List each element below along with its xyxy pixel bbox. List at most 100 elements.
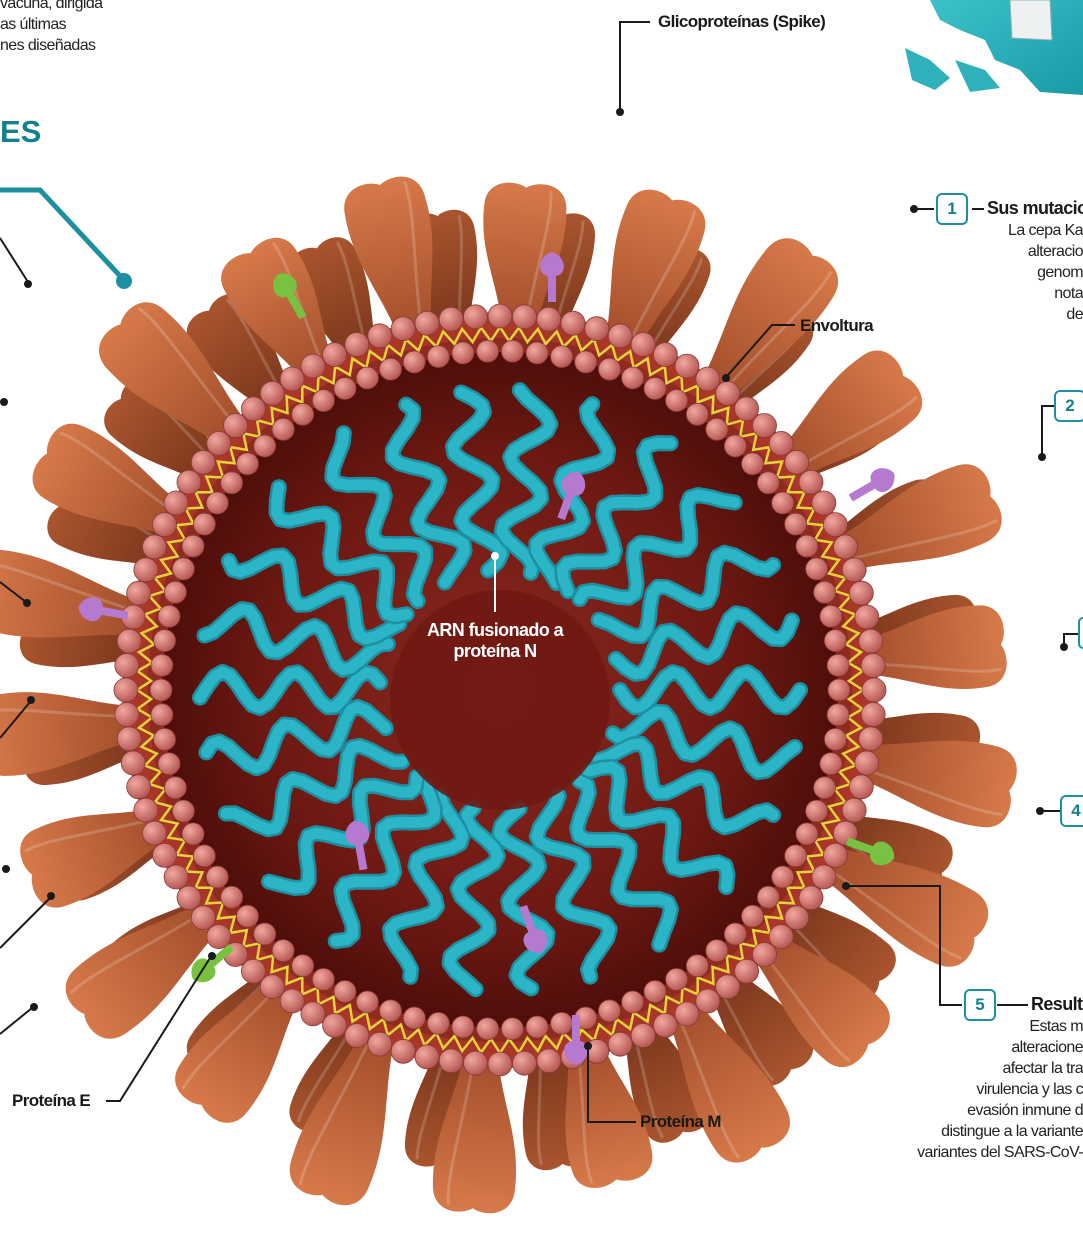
note-5-line: afectar la tra (1002, 1060, 1083, 1078)
membrane-bead (143, 535, 167, 559)
membrane-bead (368, 324, 392, 348)
membrane-bead (488, 1052, 512, 1076)
membrane-bead (696, 989, 720, 1013)
membrane-bead (127, 775, 151, 799)
membrane-bead (356, 367, 378, 389)
membrane-bead (191, 450, 215, 474)
membrane-bead (742, 453, 764, 475)
membrane-bead (301, 354, 325, 378)
membrane-bead (537, 307, 561, 331)
membrane-bead (675, 354, 699, 378)
membrane-bead (799, 886, 823, 910)
note-1-line: de (1066, 306, 1083, 324)
membrane-bead (861, 703, 885, 727)
membrane-bead (742, 905, 764, 927)
membrane-bead (464, 1051, 488, 1075)
membrane-bead (334, 981, 356, 1003)
membrane-bead (585, 317, 609, 341)
membrane-bead (806, 800, 828, 822)
membrane-bead (117, 629, 141, 653)
membrane-bead (735, 397, 759, 421)
membrane-bead (608, 324, 632, 348)
membrane-bead (345, 1024, 369, 1048)
membrane-bead (403, 1007, 425, 1029)
membrane-bead (182, 823, 204, 845)
membrane-bead (796, 823, 818, 845)
membrane-bead (477, 1018, 499, 1040)
membrane-bead (622, 991, 644, 1013)
membrane-bead (415, 311, 439, 335)
membrane-bead (312, 390, 334, 412)
membrane-bead (241, 397, 265, 421)
membrane-bead (666, 390, 688, 412)
membrane-bead (172, 558, 194, 580)
membrane-bead (686, 955, 708, 977)
intro-line-1: vacuna, dirigida (0, 0, 102, 13)
membrane-bead (599, 358, 621, 380)
membrane-bead (177, 886, 201, 910)
membrane-bead (158, 605, 180, 627)
membrane-bead (772, 866, 794, 888)
membrane-bead (828, 679, 850, 701)
membrane-bead (622, 367, 644, 389)
membrane-bead (785, 906, 809, 930)
membrane-bead (806, 558, 828, 580)
note-4-number: 4 (1060, 795, 1083, 827)
membrane-bead (427, 1012, 449, 1034)
membrane-bead (686, 403, 708, 425)
membrane-bead (272, 418, 294, 440)
membrane-bead (716, 381, 740, 405)
membrane-bead (551, 1012, 573, 1034)
membrane-bead (757, 886, 779, 908)
membrane-bead (323, 343, 347, 367)
membrane-bead (260, 381, 284, 405)
membrane-bead (464, 305, 488, 329)
membrane-bead (172, 800, 194, 822)
membrane-bead (391, 317, 415, 341)
membrane-bead (452, 342, 474, 364)
membrane-bead (158, 753, 180, 775)
intro-line-3: nes diseñadas (0, 36, 95, 55)
membrane-bead (501, 340, 523, 362)
membrane-bead (537, 1049, 561, 1073)
membrane-bead (439, 1049, 463, 1073)
membrane-bead (513, 1051, 537, 1075)
membrane-bead (653, 1013, 677, 1037)
membrane-bead (292, 955, 314, 977)
membrane-bead (772, 492, 794, 514)
membrane-bead (561, 311, 585, 335)
note-1-line: La cepa Ka (1008, 222, 1083, 240)
membrane-bead (177, 470, 201, 494)
membrane-bead (666, 968, 688, 990)
note-5-line: distingue a la variante (941, 1123, 1083, 1141)
membrane-bead (380, 1000, 402, 1022)
membrane-bead (114, 678, 138, 702)
section-leader-dot (116, 273, 132, 289)
membrane-bead (696, 367, 720, 391)
membrane-bead (403, 351, 425, 373)
membrane-bead (164, 777, 186, 799)
membrane-bead (855, 751, 879, 775)
membrane-bead (477, 340, 499, 362)
membrane-bead (193, 513, 215, 535)
note-3-number-box (1078, 617, 1083, 649)
membrane-bead (391, 1039, 415, 1063)
membrane-bead (769, 431, 793, 455)
membrane-bead (799, 470, 823, 494)
membrane-bead (575, 351, 597, 373)
membrane-bead (334, 378, 356, 400)
membrane-bead (452, 1016, 474, 1038)
membrane-bead (823, 843, 847, 867)
note-5-line: evasión inmune d (967, 1102, 1083, 1120)
membrane-bead (115, 654, 139, 678)
membrane-bead (368, 1032, 392, 1056)
membrane-bead (785, 513, 807, 535)
membrane-bead (280, 989, 304, 1013)
membrane-bead (631, 1024, 655, 1048)
note-5-line: variantes del SARS-CoV- (917, 1144, 1083, 1162)
membrane-bead (834, 535, 858, 559)
membrane-bead (280, 367, 304, 391)
membrane-bead (207, 925, 231, 949)
membrane-bead (814, 581, 836, 603)
membrane-bead (380, 358, 402, 380)
